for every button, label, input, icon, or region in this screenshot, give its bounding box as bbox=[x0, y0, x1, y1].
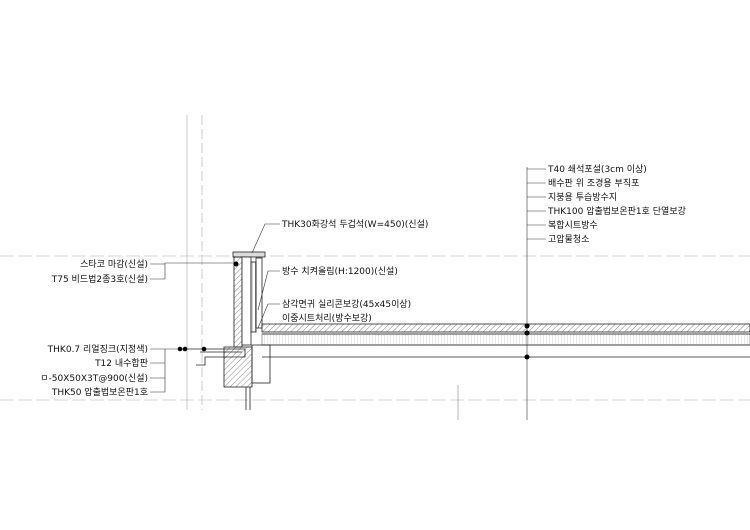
parapet bbox=[178, 251, 271, 410]
coping-label: THK30화강석 두겁석(W=450)(신설) bbox=[281, 218, 428, 230]
label: 방수 치켜올림(H:1200)(신설) bbox=[282, 265, 398, 277]
leader-lines bbox=[150, 167, 546, 420]
label: 복합시트방수 bbox=[548, 220, 598, 231]
label: 스타코 마감(신설) bbox=[80, 258, 148, 270]
reference-lines bbox=[0, 115, 750, 420]
label: 지붕용 투습방수지 bbox=[548, 192, 617, 203]
label: THK0.7 리얼징크(지정색) bbox=[47, 344, 148, 355]
label: THK50 압출법보온판1호 bbox=[51, 386, 148, 398]
right-labels: T40 쇄석포설(3cm 이상) 배수판 위 조경용 부직포 지붕용 투습방수지… bbox=[547, 164, 686, 245]
label: 고압물청소 bbox=[548, 233, 589, 245]
label: THK100 압출법보온판1호 단열보강 bbox=[547, 205, 686, 217]
leader-dots bbox=[177, 261, 530, 360]
label: T12 내수합판 bbox=[94, 358, 148, 369]
label: T75 비드법2종3호(신설) bbox=[51, 274, 148, 285]
label: 이중시트처리(방수보강) bbox=[282, 312, 372, 324]
label: T40 쇄석포설(3cm 이상) bbox=[547, 164, 647, 175]
roof-layers bbox=[261, 323, 750, 358]
label: ㅁ-50X50X3T@900(신설) bbox=[40, 373, 148, 384]
label: 삼각면귀 실리콘보강(45x45이상) bbox=[282, 298, 411, 310]
label: 배수판 위 조경용 부직포 bbox=[548, 177, 639, 189]
